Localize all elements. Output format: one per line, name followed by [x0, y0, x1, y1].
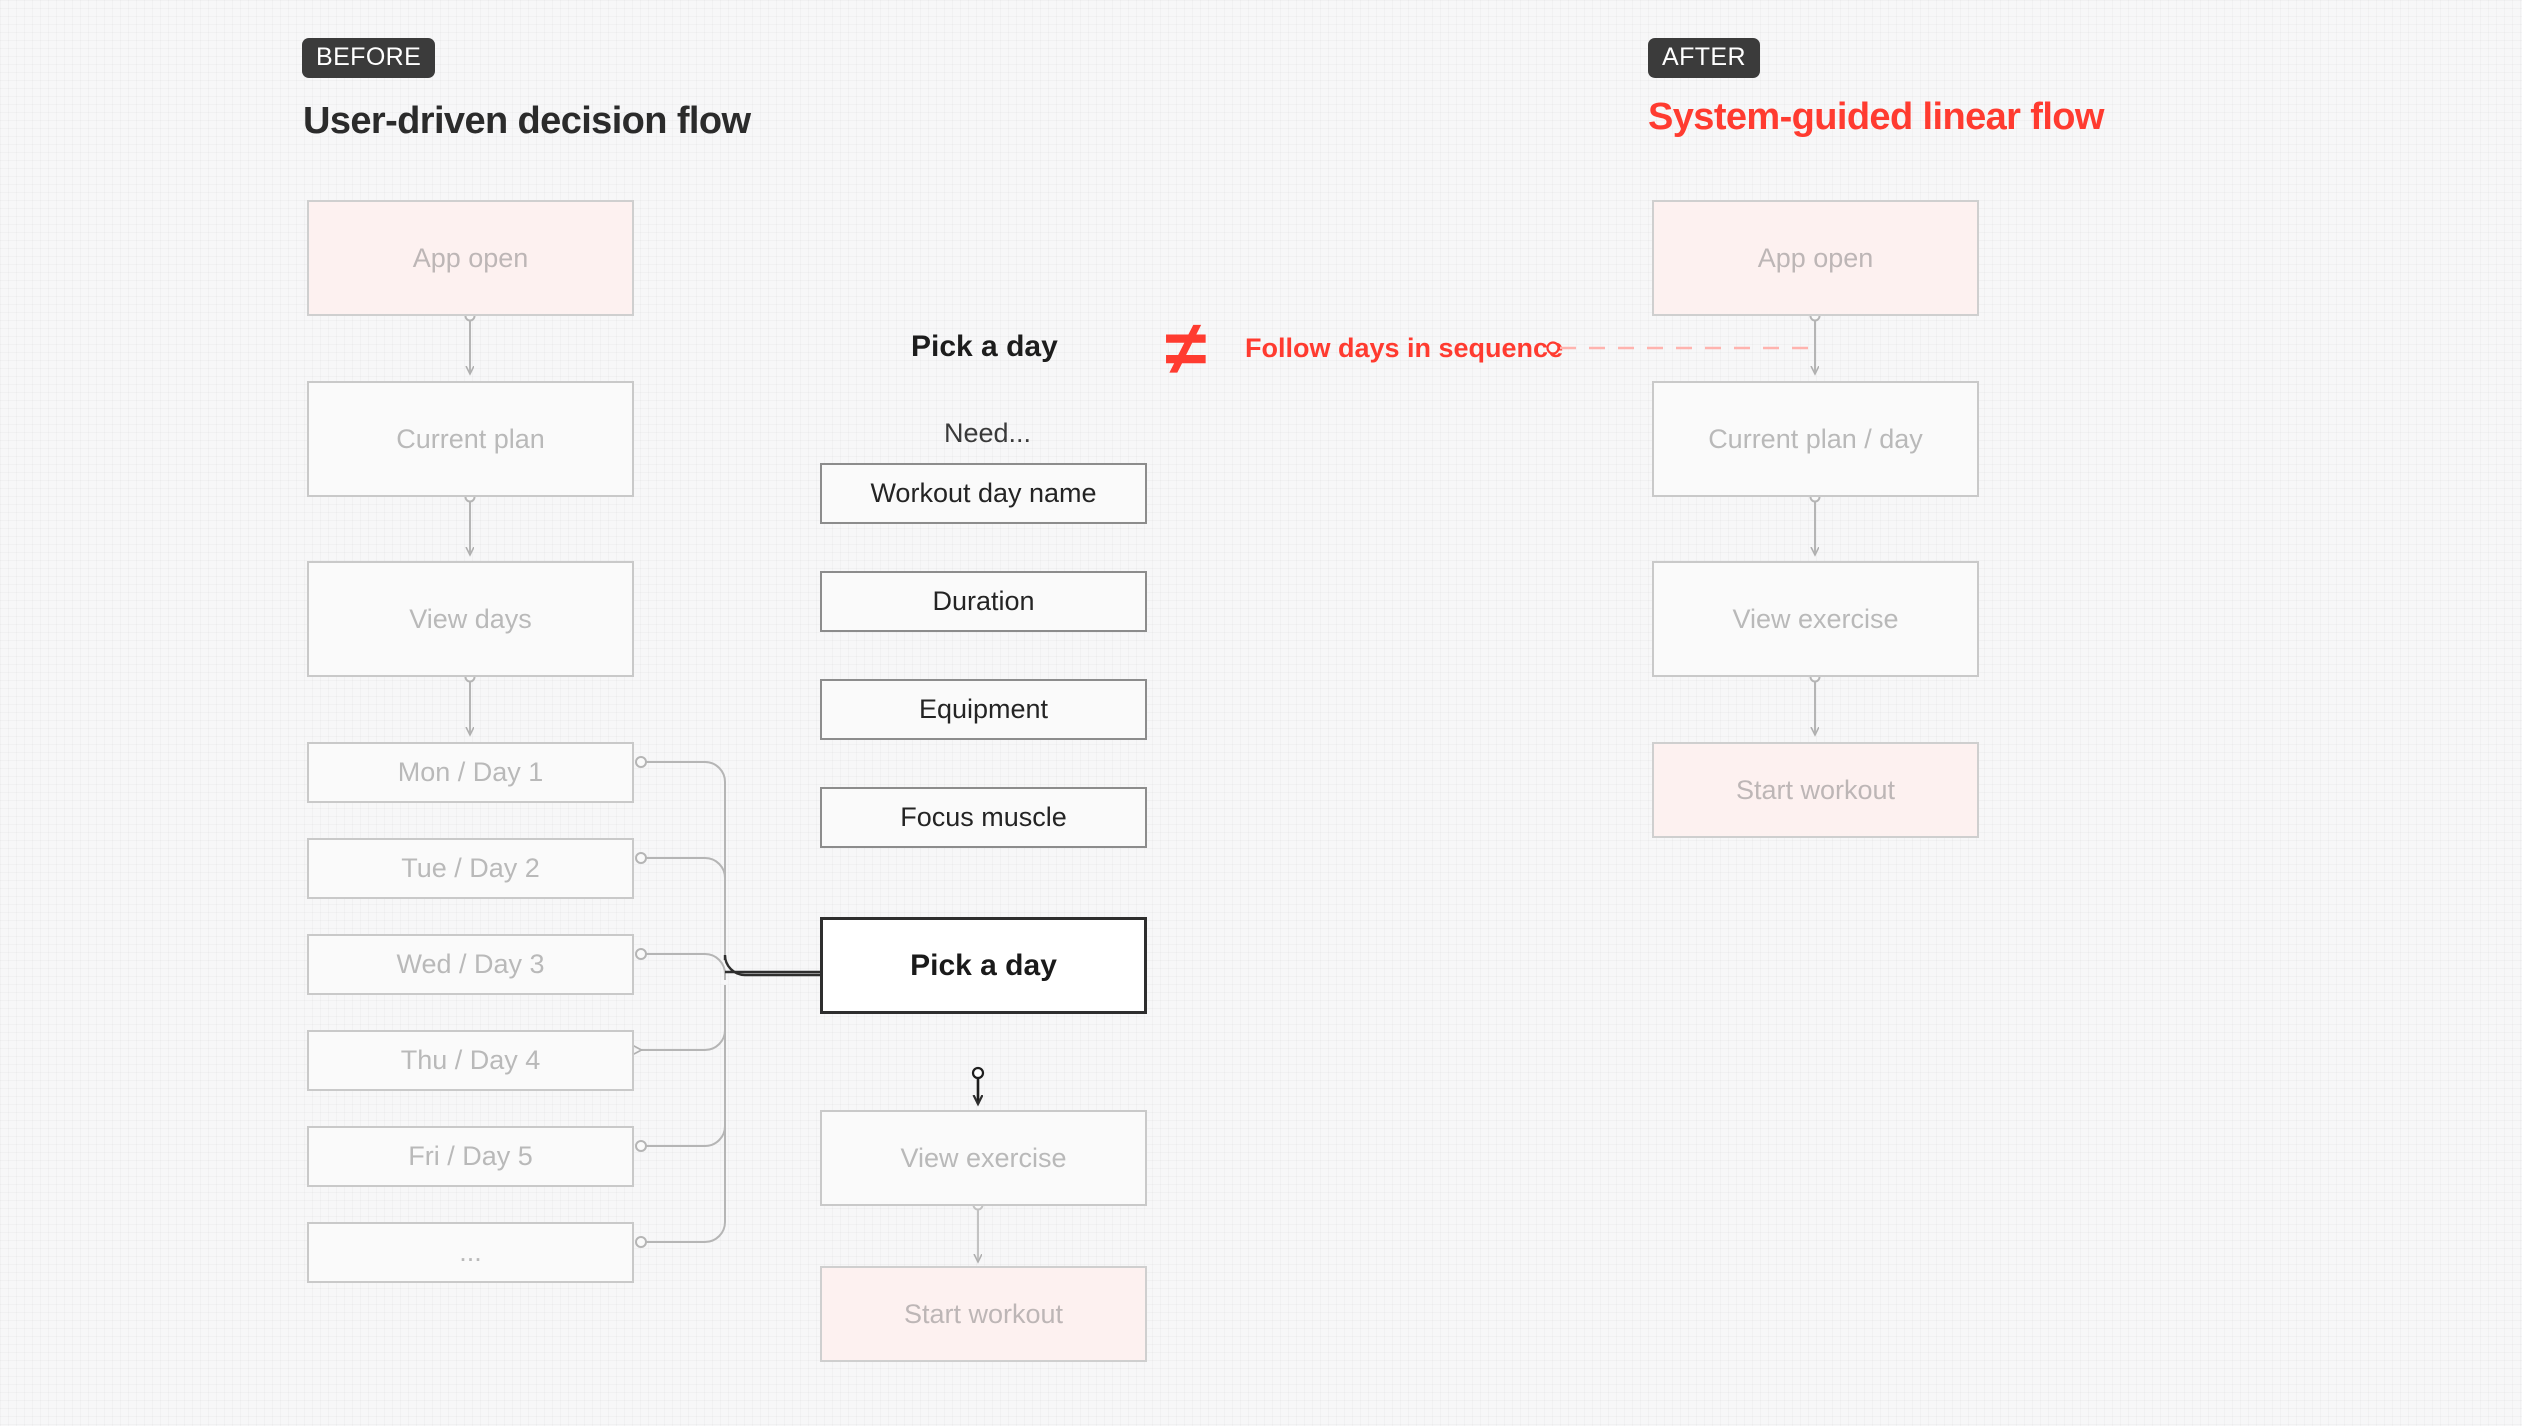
node-label: Tue / Day 2 — [401, 853, 540, 884]
need-item-workout-day-name[interactable]: Workout day name — [820, 463, 1147, 524]
need-item-focus-muscle[interactable]: Focus muscle — [820, 787, 1147, 848]
node-day-mon[interactable]: Mon / Day 1 — [307, 742, 634, 803]
node-label: Pick a day — [910, 948, 1057, 982]
not-equal-icon: ≠ — [1165, 306, 1207, 391]
annotation-follow-days: Follow days in sequence — [1245, 333, 1564, 363]
node-label: View days — [409, 603, 532, 634]
before-section-title: User-driven decision flow — [303, 100, 751, 142]
node-pick-a-day[interactable]: Pick a day — [820, 917, 1147, 1014]
node-day-wed[interactable]: Wed / Day 3 — [307, 934, 634, 995]
node-current-plan[interactable]: Current plan — [307, 381, 634, 497]
badge-after: AFTER — [1648, 38, 1760, 78]
node-label: Start workout — [903, 1298, 1064, 1329]
node-label: ... — [459, 1237, 482, 1268]
node-start-workout-middle[interactable]: Start workout — [820, 1266, 1147, 1362]
node-label: Equipment — [918, 694, 1049, 725]
node-day-more[interactable]: ... — [307, 1222, 634, 1283]
node-app-open-before[interactable]: App open — [307, 200, 634, 316]
node-label: Current plan / day — [1708, 423, 1923, 454]
node-label: View exercise — [900, 1142, 1067, 1173]
node-day-fri[interactable]: Fri / Day 5 — [307, 1126, 634, 1187]
node-label: Thu / Day 4 — [400, 1045, 541, 1076]
node-label: Wed / Day 3 — [396, 949, 545, 980]
need-item-equipment[interactable]: Equipment — [820, 679, 1147, 740]
node-label: Duration — [932, 586, 1035, 617]
node-start-workout-after[interactable]: Start workout — [1652, 742, 1979, 838]
node-label: Current plan — [396, 423, 545, 454]
node-label: Fri / Day 5 — [408, 1141, 533, 1172]
node-label: Start workout — [1735, 774, 1896, 805]
node-label: App open — [412, 242, 529, 273]
node-view-days[interactable]: View days — [307, 561, 634, 677]
node-view-exercise-middle[interactable]: View exercise — [820, 1110, 1147, 1206]
need-label: Need... — [944, 418, 1032, 448]
need-item-duration[interactable]: Duration — [820, 571, 1147, 632]
node-label: View exercise — [1732, 603, 1899, 634]
node-current-plan-day[interactable]: Current plan / day — [1652, 381, 1979, 497]
node-label: Focus muscle — [900, 802, 1067, 833]
node-label: App open — [1757, 242, 1874, 273]
after-section-title: System-guided linear flow — [1648, 96, 2104, 138]
badge-before: BEFORE — [302, 38, 436, 78]
node-day-thu[interactable]: Thu / Day 4 — [307, 1030, 634, 1091]
node-app-open-after[interactable]: App open — [1652, 200, 1979, 316]
middle-heading: Pick a day — [911, 330, 1058, 363]
node-view-exercise-after[interactable]: View exercise — [1652, 561, 1979, 677]
node-label: Mon / Day 1 — [397, 757, 544, 788]
node-day-tue[interactable]: Tue / Day 2 — [307, 838, 634, 899]
node-label: Workout day name — [870, 478, 1097, 509]
